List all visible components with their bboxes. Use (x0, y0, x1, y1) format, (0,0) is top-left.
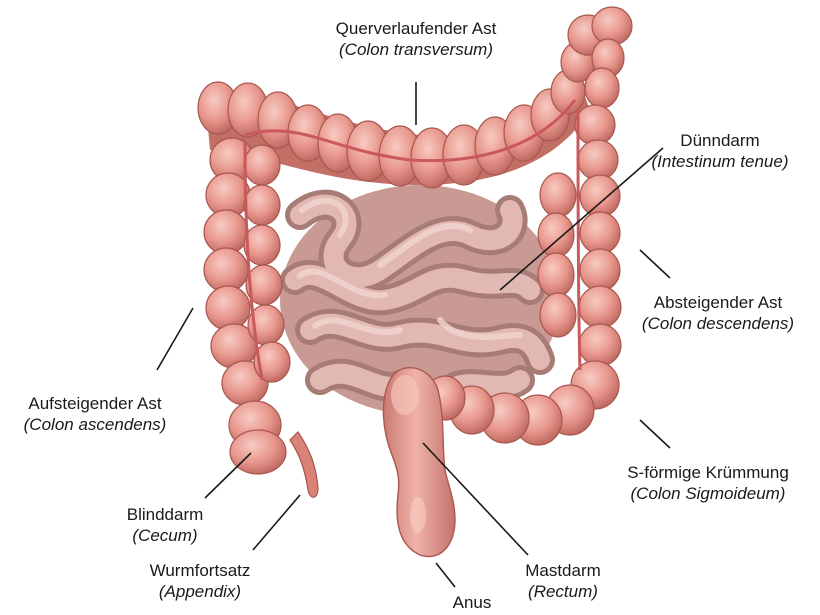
label-name: Absteigender Ast (642, 292, 794, 313)
label-name: Anus (453, 592, 492, 613)
label-rectum: Mastdarm (Rectum) (525, 560, 601, 602)
leader-anus (436, 563, 455, 587)
label-name: Wurmfortsatz (150, 560, 251, 581)
label-latin: (Intestinum tenue) (651, 151, 788, 172)
label-latin: (Colon transversum) (336, 39, 497, 60)
leader-ascendens (157, 308, 193, 370)
label-name: Blinddarm (127, 504, 204, 525)
label-appendix: Wurmfortsatz (Appendix) (150, 560, 251, 602)
label-cecum: Blinddarm (Cecum) (127, 504, 204, 546)
label-colon-sigmoideum: S-förmige Krümmung (Colon Sigmoideum) (627, 462, 789, 504)
label-latin: (Rectum) (525, 581, 601, 602)
leader-descendens (640, 250, 670, 278)
label-latin: (Colon ascendens) (24, 414, 167, 435)
leader-sigmoideum (640, 420, 670, 448)
label-colon-descendens: Absteigender Ast (Colon descendens) (642, 292, 794, 334)
label-latin: (Appendix) (150, 581, 251, 602)
label-name: Dünndarm (651, 130, 788, 151)
leader-cecum (205, 453, 251, 498)
leader-appendix (253, 495, 300, 550)
label-colon-ascendens: Aufsteigender Ast (Colon ascendens) (24, 393, 167, 435)
label-latin: (Cecum) (127, 525, 204, 546)
label-name: Mastdarm (525, 560, 601, 581)
label-name: Querverlaufender Ast (336, 18, 497, 39)
label-name: S-förmige Krümmung (627, 462, 789, 483)
label-name: Aufsteigender Ast (24, 393, 167, 414)
label-colon-transversum: Querverlaufender Ast (Colon transversum) (336, 18, 497, 60)
label-latin: (Colon Sigmoideum) (627, 483, 789, 504)
label-anus: Anus (453, 592, 492, 613)
appendix-shape (290, 432, 318, 497)
label-latin: (Colon descendens) (642, 313, 794, 334)
label-intestinum-tenue: Dünndarm (Intestinum tenue) (651, 130, 788, 172)
